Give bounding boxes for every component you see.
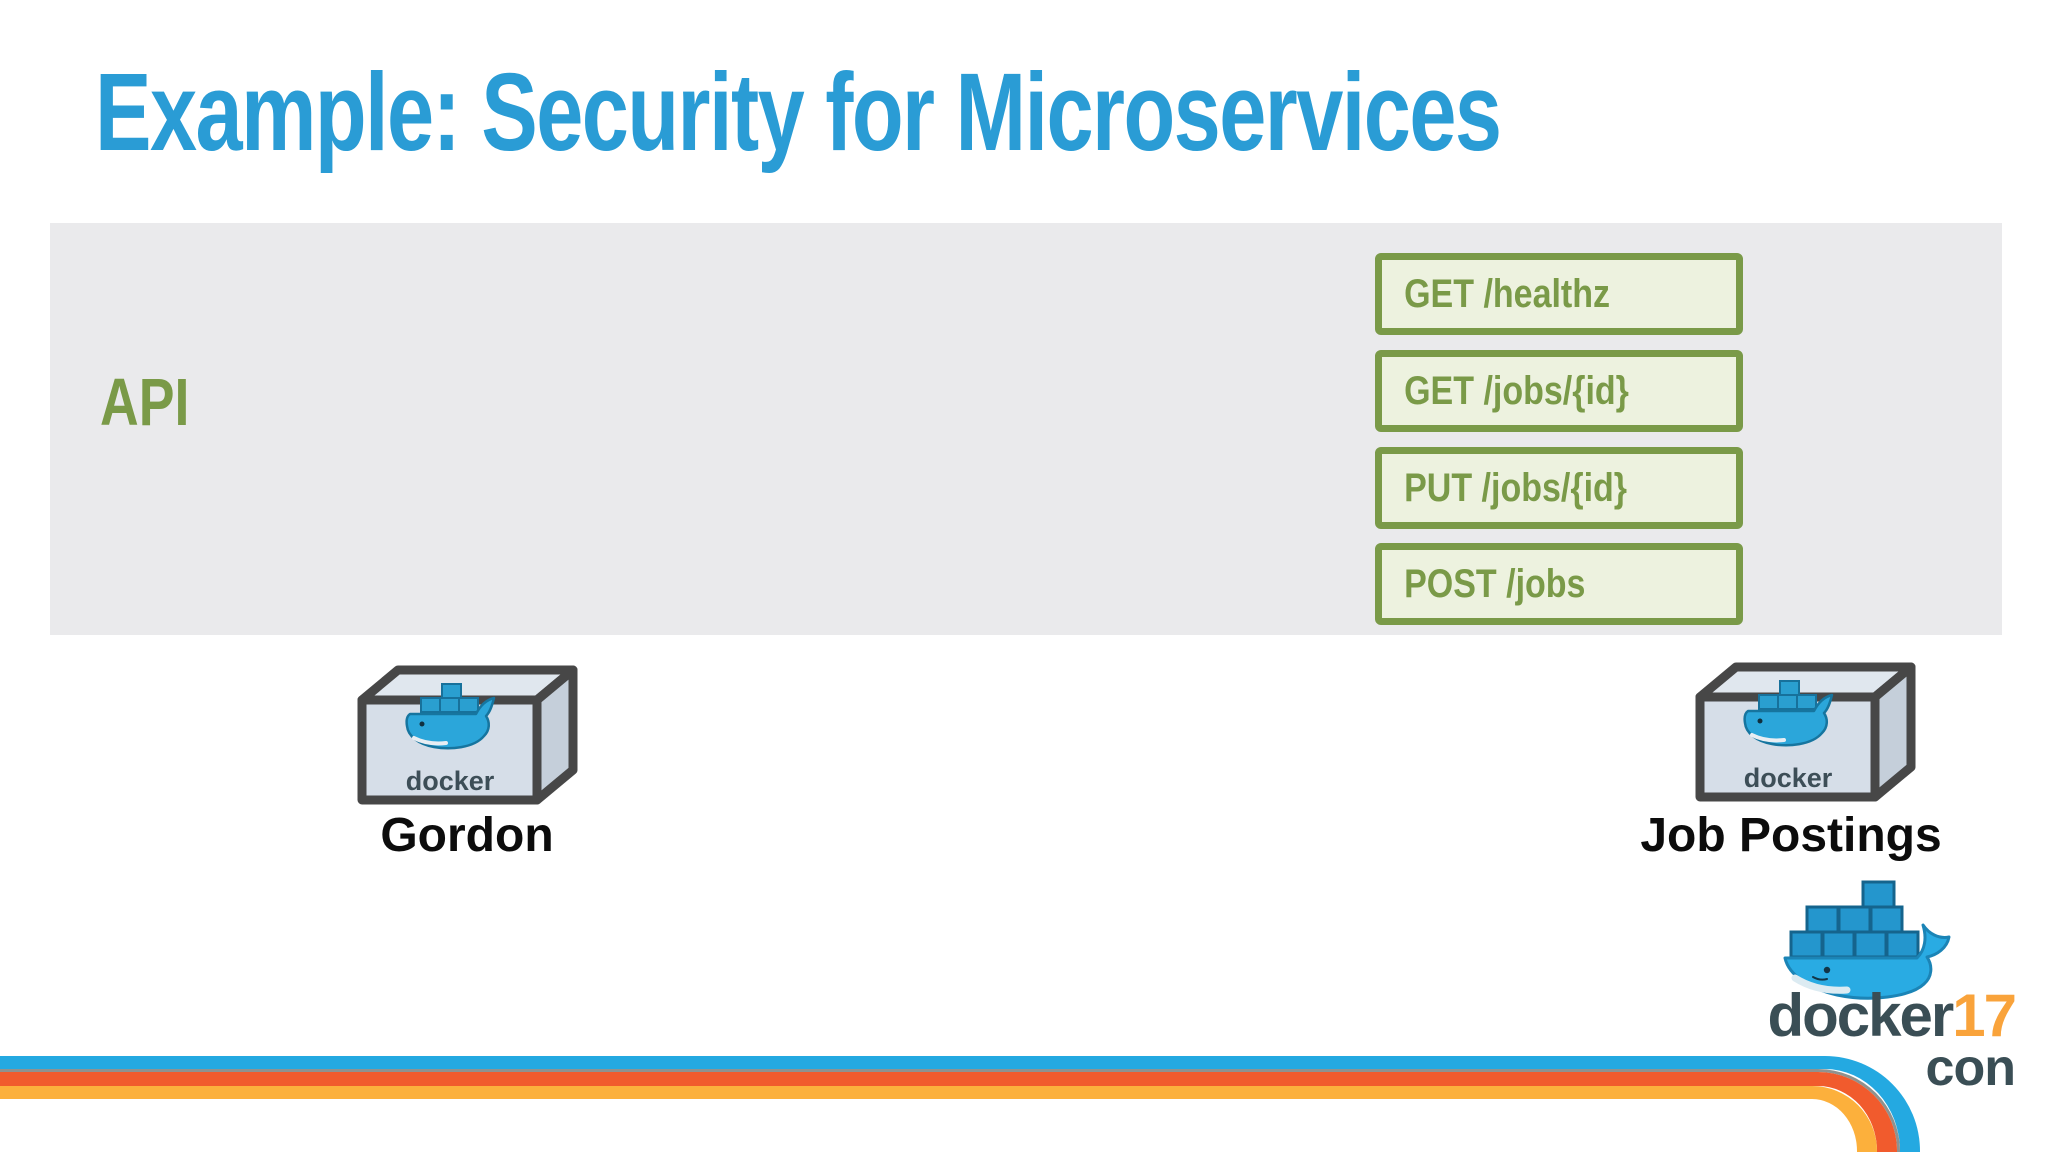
dockercon-whale-icon (1783, 880, 1951, 1000)
endpoint-post-jobs: POST /jobs (1375, 543, 1743, 625)
container-label-gordon: Gordon (380, 809, 554, 862)
stripe-blue (0, 1056, 1920, 1152)
stripe-orange (0, 1072, 1897, 1152)
endpoint-label: PUT /jobs/{id} (1404, 465, 1628, 510)
stripe-gray (0, 1069, 1900, 1152)
endpoint-label: GET /jobs/{id} (1404, 368, 1629, 413)
page-title: Example: Security for Microservices (95, 51, 1502, 174)
endpoint-get-healthz: GET /healthz (1375, 253, 1743, 335)
api-panel-label: API (100, 365, 190, 440)
docker-wordmark: docker (1744, 763, 1833, 793)
docker-cube-icon: docker (357, 665, 578, 805)
stripe-amber (0, 1086, 1877, 1152)
dockercon-wordmark: docker17 (1767, 982, 2017, 1049)
container-label-job-postings: Job Postings (1640, 809, 1942, 862)
docker-wordmark: docker (406, 766, 495, 796)
endpoint-put-jobs-id: PUT /jobs/{id} (1375, 447, 1743, 529)
stripe-frame (0, 1056, 1920, 1152)
endpoint-label: POST /jobs (1404, 561, 1586, 606)
dockercon-suffix: con (1925, 1039, 2016, 1097)
docker-whale-icon (1743, 680, 1834, 747)
dockercon-logo: docker17 con (1767, 982, 2017, 1097)
endpoint-label: GET /healthz (1404, 271, 1611, 316)
endpoint-get-jobs-id: GET /jobs/{id} (1375, 350, 1743, 432)
docker-whale-icon (405, 683, 496, 750)
dockercon-year: 17 (1952, 982, 2017, 1049)
api-panel: API GET /healthz GET /jobs/{id} PUT /job… (50, 223, 2002, 635)
docker-cube-icon: docker (1695, 662, 1916, 802)
